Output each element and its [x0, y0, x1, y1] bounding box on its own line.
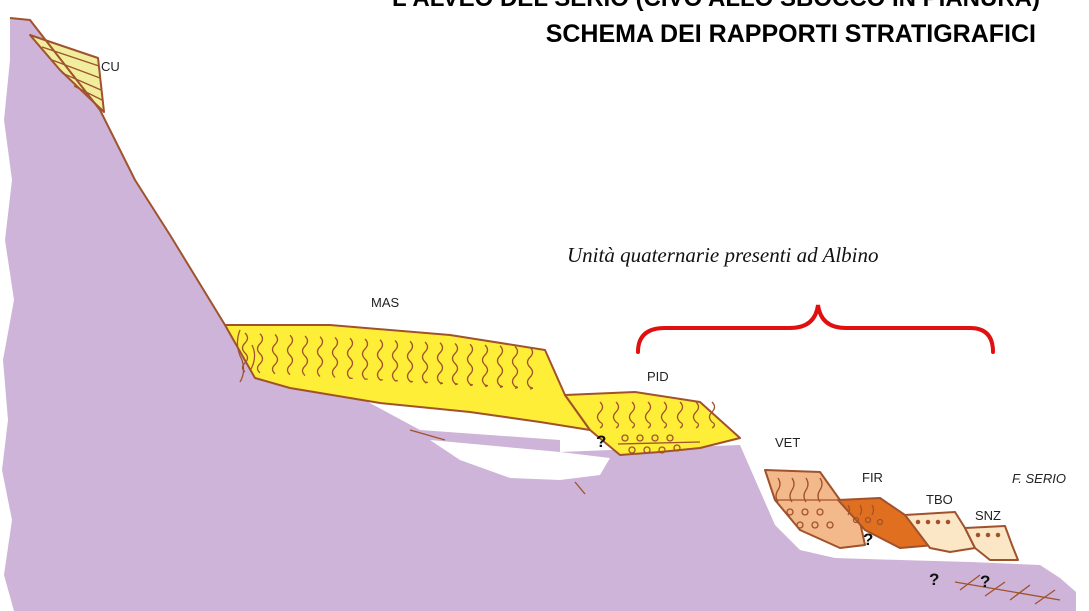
title-line-2: SCHEMA DEI RAPPORTI STRATIGRAFICI [546, 20, 1036, 48]
river-label: F. SERIO [1012, 471, 1066, 486]
title-line-1: L'ALVEO DEL SERIO (CIVO ALLO SBOCCO IN P… [392, 0, 1040, 12]
unit-label-vet: VET [775, 435, 800, 450]
unit-label-snz: SNZ [975, 508, 1001, 523]
uncertain-marker: ? [863, 530, 873, 549]
unit-label-tbo: TBO [926, 492, 953, 507]
uncertain-marker: ? [980, 572, 990, 591]
quaternary-units-annotation: Unità quaternarie presenti ad Albino [567, 243, 878, 267]
uncertain-marker: ? [596, 432, 606, 451]
unit-label-cu: CU [101, 59, 120, 74]
unit-label-mas: MAS [371, 295, 400, 310]
snz-deposit [965, 526, 1018, 560]
unit-label-pid: PID [647, 369, 669, 384]
snz-gravel [976, 533, 999, 536]
unit-label-fir: FIR [862, 470, 883, 485]
uncertain-marker: ? [929, 570, 939, 589]
red-curly-brace [638, 305, 993, 352]
